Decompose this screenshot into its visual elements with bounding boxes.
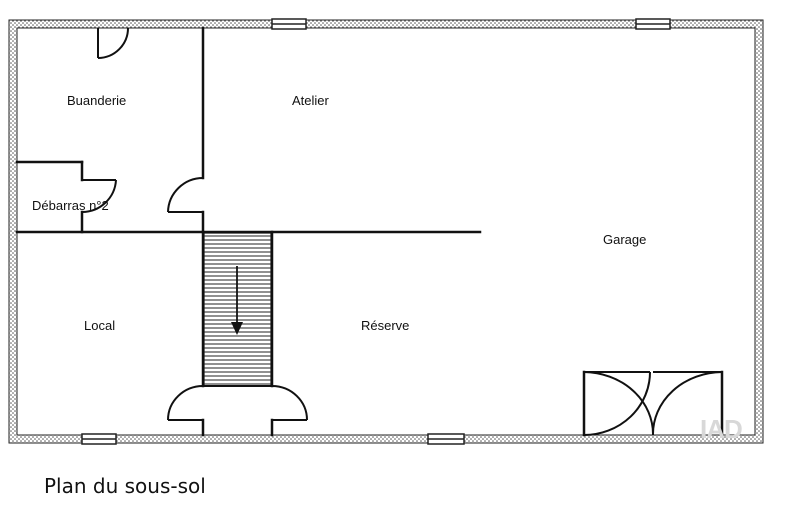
staircase [203, 232, 272, 387]
plan-caption: Plan du sous-sol [44, 474, 206, 498]
door-buanderie [97, 27, 129, 59]
doors [81, 27, 723, 436]
room-label-debarras: Débarras n°2 [32, 198, 109, 213]
stair-direction-arrow-head [231, 322, 243, 335]
interior-walls [15, 26, 724, 437]
room-label-buanderie: Buanderie [67, 93, 126, 108]
door-garage [583, 371, 723, 436]
windows [81, 18, 671, 445]
door-stairs-bottom [167, 385, 308, 421]
room-label-garage: Garage [603, 232, 646, 247]
room-label-local: Local [84, 318, 115, 333]
room-label-reserve: Réserve [361, 318, 409, 333]
door-debarras [81, 179, 117, 214]
watermark-logo: IAD [700, 414, 743, 444]
door-atelier [167, 177, 204, 213]
exterior-wall [8, 19, 764, 444]
room-label-atelier: Atelier [292, 93, 330, 108]
